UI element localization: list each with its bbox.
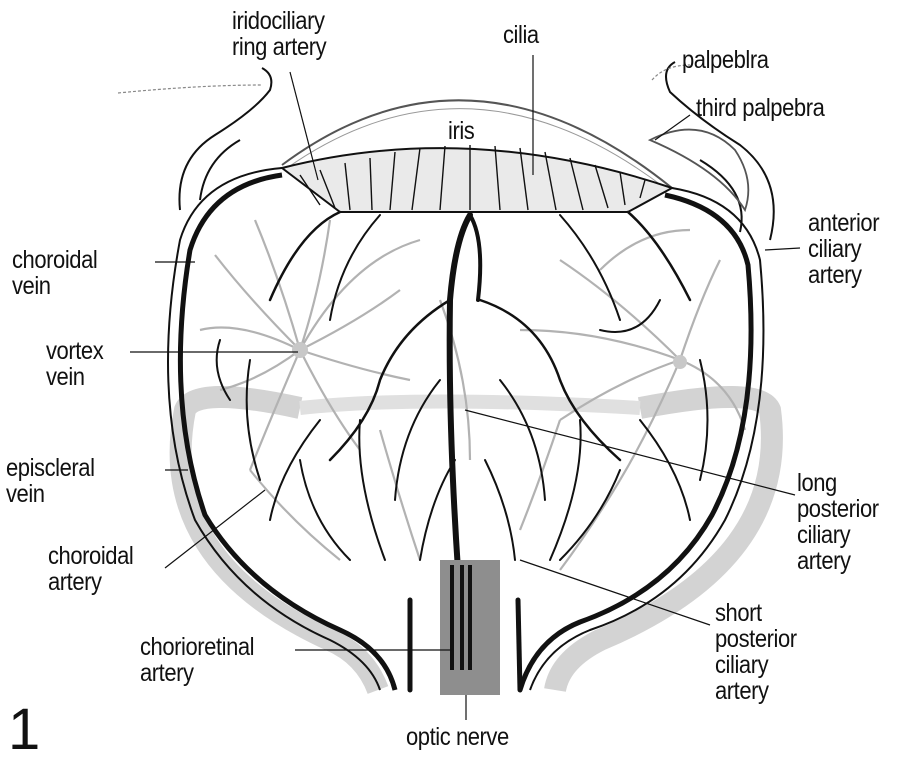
figure-number: 1	[8, 700, 40, 760]
label-cilia: cilia	[503, 22, 539, 48]
label-episcleral-vein: episcleral vein	[6, 455, 95, 507]
label-vortex-vein: vortex vein	[46, 338, 103, 390]
label-long-posterior-ciliary-artery: long posterior ciliary artery	[797, 470, 879, 574]
label-choroidal-artery: choroidal artery	[48, 543, 133, 595]
label-chorioretinal-artery: chorioretinal artery	[140, 634, 254, 686]
label-third-palpebra: third palpebra	[696, 95, 824, 121]
label-iridociliary-ring-artery: iridociliary ring artery	[232, 8, 326, 60]
iris	[282, 148, 672, 212]
label-optic-nerve: optic nerve	[406, 724, 509, 750]
label-palpebra: palpeblra	[682, 47, 769, 73]
label-short-posterior-ciliary-artery: short posterior ciliary artery	[715, 600, 797, 704]
label-choroidal-vein: choroidal vein	[12, 247, 97, 299]
label-anterior-ciliary-artery: anterior ciliary artery	[808, 210, 879, 288]
label-iris: iris	[448, 118, 474, 144]
